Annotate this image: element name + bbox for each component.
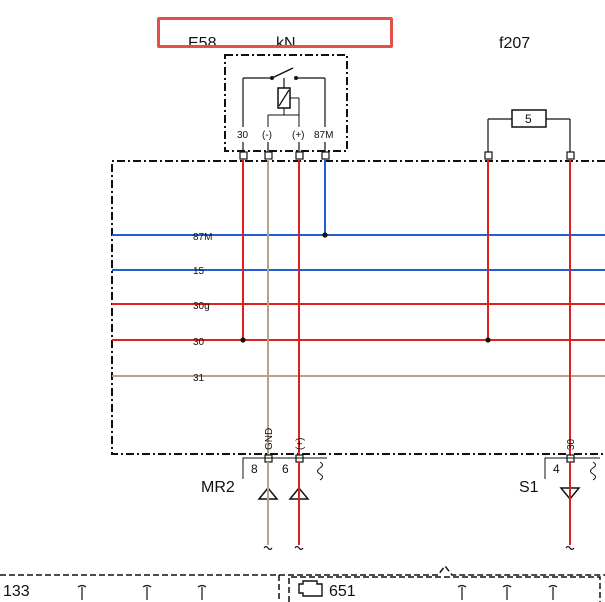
s1-name: S1: [519, 479, 539, 496]
bottom-ref-133: 133: [3, 583, 30, 600]
junction-dots: [240, 232, 491, 343]
bottom-ref-651: 651: [329, 583, 356, 600]
vertical-wires: [242, 159, 571, 455]
fuse-f207[interactable]: 5: [484, 109, 575, 160]
bus-label-15: 15: [193, 266, 205, 277]
module-boundary: [111, 160, 605, 455]
continuation-marks: [263, 545, 575, 551]
mr2-name: MR2: [201, 479, 235, 496]
relay-e58[interactable]: 30 (-) (+) 87M: [224, 54, 348, 152]
fuse-id-label: f207: [499, 35, 530, 52]
fuse-value-label: 5: [525, 112, 532, 126]
mr2-pin-8: 8: [251, 462, 258, 476]
connector-mr2[interactable]: 8 6 MR2: [201, 457, 327, 500]
relay-pin-minus-label: (-): [262, 130, 272, 141]
connector-s1[interactable]: 4 S1: [519, 457, 600, 501]
relay-pin-plus-label: (+): [292, 130, 305, 141]
relay-pin-87m-label: 87M: [314, 130, 333, 141]
bus-label-30g: 30g: [193, 301, 210, 312]
relay-terminals: [239, 142, 330, 160]
bus-label-30: 30: [193, 337, 205, 348]
highlight-box: [157, 17, 393, 48]
mr2-pin-6: 6: [282, 462, 289, 476]
relay-pin-30-label: 30: [237, 130, 249, 141]
bus-label-87m: 87M: [193, 232, 212, 243]
s1-pin-4: 4: [553, 462, 560, 476]
s1-signal-30: 30: [566, 438, 577, 450]
bus-lines: 87M 15 30g 30 31: [112, 232, 605, 384]
bottom-strip: [0, 564, 605, 602]
mr2-signal-plus: (+): [295, 438, 306, 451]
engine-icon: [298, 580, 323, 597]
bus-label-31: 31: [193, 373, 205, 384]
mr2-signal-gnd: GND: [264, 428, 275, 450]
